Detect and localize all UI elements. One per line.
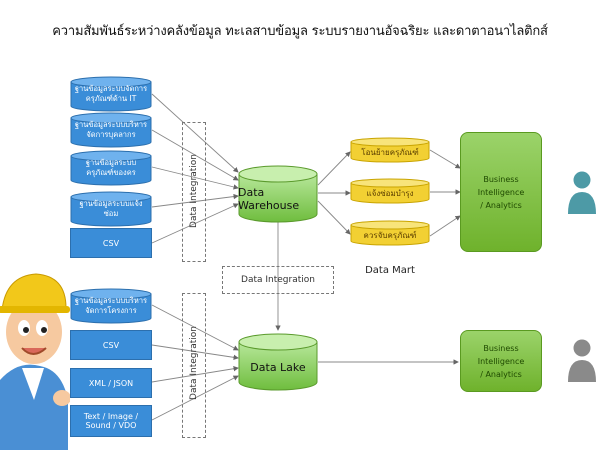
mart-cylinder-icon <box>350 137 430 163</box>
database-icon <box>70 288 152 324</box>
lake-arrows <box>151 304 239 421</box>
lake-source-box: XML / JSON <box>70 368 152 398</box>
lake-cylinder-icon <box>238 333 318 391</box>
page-title: ความสัมพันธ์ระหว่างคลังข้อมูล ทะเลสาบข้อ… <box>52 24 548 39</box>
lake-source-label: ฐานข้อมูลระบบบริหาร จัดการโครงการ <box>74 296 148 315</box>
integration-zone-top <box>182 122 206 262</box>
mart-cylinder-icon <box>350 220 430 246</box>
engineer-mascot <box>0 273 70 450</box>
data-mart-label: โอนย้ายครุภัณฑ์ <box>361 147 419 157</box>
user-icon <box>568 171 596 214</box>
integration-label-top: Data Integration <box>189 154 199 228</box>
data-lake: Data Lake <box>238 333 318 391</box>
integration-label-bottom: Data Integration <box>189 326 199 400</box>
mart-arrows <box>317 151 351 235</box>
database-icon <box>70 76 152 112</box>
data-warehouse: Data Warehouse <box>238 165 318 223</box>
integration-zone-bottom <box>182 293 206 438</box>
database-icon <box>70 150 152 186</box>
warehouse-source-db: ฐานข้อมูลระบบจัดการ ครุภัณฑ์ด้าน IT <box>70 76 152 112</box>
warehouse-source-csv: CSV <box>70 228 152 258</box>
warehouse-source-db: ฐานข้อมูลระบบแจ้งซ่อม <box>70 191 152 227</box>
data-mart-cylinder: แจ้งซ่อมบำรุง <box>350 178 430 204</box>
lake-source-box: CSV <box>70 330 152 360</box>
data-mart-label: Data Mart <box>365 265 415 276</box>
integration-label-middle: Data Integration <box>241 275 315 285</box>
data-lake-label: Data Lake <box>250 360 306 374</box>
lake-source-box: Text / Image / Sound / VDO <box>70 405 152 437</box>
warehouse-source-label: ฐานข้อมูลระบบบริหาร จัดการบุคลากร <box>74 120 148 139</box>
data-mart-label: ควรจับครุภัณฑ์ <box>363 230 417 240</box>
database-icon <box>70 191 152 227</box>
user-icon-gray <box>568 339 596 382</box>
lake-source-db: ฐานข้อมูลระบบบริหาร จัดการโครงการ <box>70 288 152 324</box>
warehouse-source-label: ฐานข้อมูลระบบ ครุภัณฑ์ของคร <box>85 158 137 177</box>
data-mart-cylinder: ควรจับครุภัณฑ์ <box>350 220 430 246</box>
mart-cylinder-icon <box>350 178 430 204</box>
data-warehouse-label: Data Warehouse <box>238 186 300 212</box>
data-mart-label: แจ้งซ่อมบำรุง <box>366 188 414 198</box>
integration-zone-middle <box>222 266 334 294</box>
data-mart-cylinder: โอนย้ายครุภัณฑ์ <box>350 137 430 163</box>
warehouse-cylinder-icon <box>238 165 318 223</box>
warehouse-source-label: ฐานข้อมูลระบบจัดการ ครุภัณฑ์ด้าน IT <box>74 84 148 103</box>
bi-arrows <box>429 149 461 237</box>
warehouse-source-db: ฐานข้อมูลระบบบริหาร จัดการบุคลากร <box>70 112 152 148</box>
warehouse-arrows <box>151 93 239 244</box>
bi-analytics-top: Business Intelligence / Analytics <box>460 132 542 252</box>
warehouse-source-db: ฐานข้อมูลระบบ ครุภัณฑ์ของคร <box>70 150 152 186</box>
database-icon <box>70 112 152 148</box>
bi-analytics-bottom: Business Intelligence / Analytics <box>460 330 542 392</box>
warehouse-source-label: ฐานข้อมูลระบบแจ้งซ่อม <box>79 199 143 218</box>
